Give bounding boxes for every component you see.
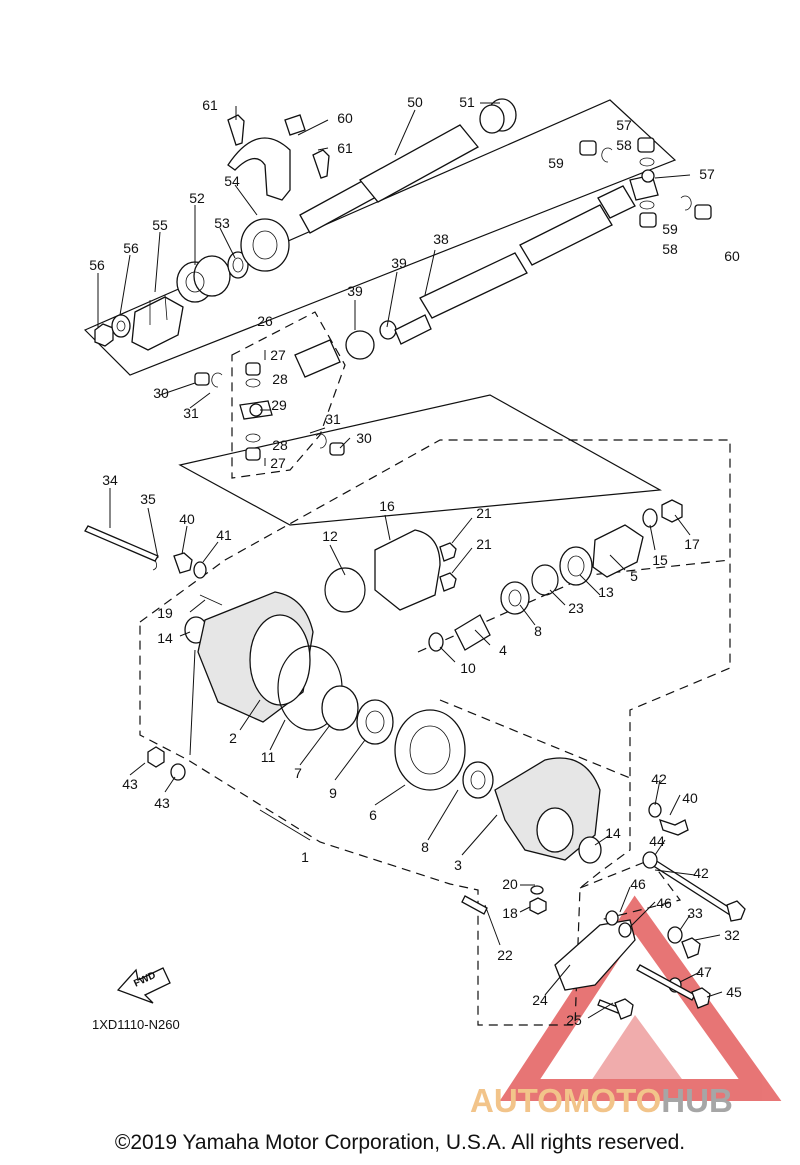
callout-56: 58 (662, 241, 678, 257)
callout-31: 31 (183, 405, 199, 421)
callout-43: 43 (154, 795, 170, 811)
leader-lines (97, 102, 723, 1019)
callout-28: 28 (272, 437, 288, 453)
callout-47: 50 (407, 94, 423, 110)
callout-54: 56 (123, 240, 139, 256)
callout-11: 11 (261, 749, 276, 765)
callout-61: 61 (202, 97, 218, 113)
callout-48: 51 (459, 94, 475, 110)
callout-46: 47 (696, 964, 712, 980)
callout-24: 24 (532, 992, 548, 1008)
callout-40: 41 (216, 527, 232, 543)
callout-41: 42 (693, 865, 709, 881)
diagram-code: 1XD1110-N260 (92, 1017, 180, 1032)
watermark-part-auto: AUTO (470, 1082, 563, 1119)
callout-58: 60 (724, 248, 740, 264)
callout-labels: 61 60 61 54 52 53 55 56 56 50 51 57 59 5… (89, 94, 742, 1028)
callout-8: 8 (534, 623, 542, 639)
callout-31: 31 (325, 411, 341, 427)
callout-16: 16 (379, 498, 395, 514)
callout-42: 43 (122, 776, 138, 792)
callout-27: 27 (270, 347, 286, 363)
callout-18: 18 (502, 905, 518, 921)
fwd-arrow-icon (116, 967, 171, 1004)
callout-39: 40 (682, 790, 698, 806)
callout-9: 9 (329, 785, 337, 801)
callout-38: 39 (347, 283, 363, 299)
callout-36: 38 (433, 231, 449, 247)
callout-26: 26 (257, 313, 273, 329)
callout-45: 46 (630, 876, 646, 892)
callout-14: 14 (157, 630, 173, 646)
callout-3: 3 (454, 857, 462, 873)
callout-30: 30 (356, 430, 372, 446)
watermark-part-hub: HUB (661, 1082, 733, 1119)
callout-4: 4 (499, 642, 507, 658)
callout-46: 46 (656, 895, 672, 911)
callout-27: 27 (270, 455, 286, 471)
callout-21: 21 (476, 505, 492, 521)
callout-15: 15 (652, 552, 668, 568)
callout-49: 52 (189, 190, 205, 206)
callout-25: 25 (566, 1012, 582, 1028)
callout-17: 17 (684, 536, 700, 552)
differential-assembly (84, 499, 746, 1020)
watermark-part-moto: MOTO (562, 1082, 662, 1119)
callout-57: 58 (616, 137, 632, 153)
callout-35: 35 (140, 491, 156, 507)
callout-61: 61 (337, 140, 353, 156)
callout-55: 57 (699, 166, 715, 182)
callout-40: 42 (651, 771, 667, 787)
callout-57: 59 (662, 221, 678, 237)
callout-39: 40 (179, 511, 195, 527)
callout-58: 59 (548, 155, 564, 171)
callout-44: 45 (726, 984, 742, 1000)
callout-13: 13 (598, 584, 614, 600)
callout-14: 14 (605, 825, 621, 841)
universal-joint-assembly (194, 339, 345, 461)
copyright-notice: ©2019 Yamaha Motor Corporation, U.S.A. A… (114, 1131, 686, 1154)
callout-28: 28 (272, 371, 288, 387)
callout-21: 21 (476, 536, 492, 552)
callout-29: 29 (271, 397, 287, 413)
callout-6: 6 (369, 807, 377, 823)
callout-33: 33 (687, 905, 703, 921)
callout-23: 23 (568, 600, 584, 616)
callout-34: 34 (102, 472, 118, 488)
callout-43: 44 (649, 833, 665, 849)
callout-53: 56 (89, 257, 105, 273)
callout-56: 57 (616, 117, 632, 133)
callout-20: 20 (502, 876, 518, 892)
callout-10: 10 (460, 660, 476, 676)
callout-8: 8 (421, 839, 429, 855)
callout-51: 54 (224, 173, 240, 189)
callout-12: 12 (322, 528, 338, 544)
callout-37: 39 (391, 255, 407, 271)
watermark-brand: AUTOMOTOHUB (470, 1082, 733, 1120)
callout-22: 22 (497, 947, 513, 963)
rear-drive-shaft-assembly (94, 98, 712, 360)
callout-2: 2 (229, 730, 237, 746)
callout-7: 7 (294, 765, 302, 781)
callout-50: 53 (214, 215, 230, 231)
callout-60: 60 (337, 110, 353, 126)
callout-30: 30 (153, 385, 169, 401)
callout-52: 55 (152, 217, 168, 233)
callout-19: 19 (157, 605, 173, 621)
callout-5: 5 (630, 568, 638, 584)
callout-1: 1 (301, 849, 309, 865)
callout-32: 32 (724, 927, 740, 943)
